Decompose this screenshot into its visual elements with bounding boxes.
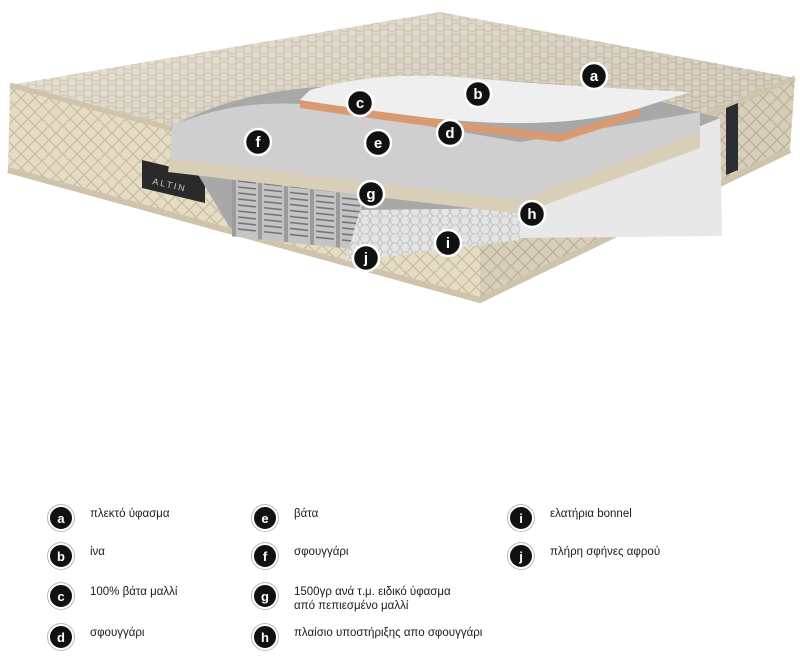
callout-badge-i: i [433, 228, 463, 258]
bonnel-springs [232, 176, 364, 251]
legend-item-h: h πλαίσιο υποστήριξης απο σφουγγάρι [252, 624, 482, 650]
callout-badge-f: f [243, 127, 273, 157]
callout-letter-d: d [445, 125, 454, 142]
legend-item-c: c 100% βάτα μαλλί [48, 583, 177, 609]
callout-badge-j: j [351, 243, 381, 273]
callout-letter-f: f [256, 134, 262, 151]
legend-text-a: πλεκτό ύφασμα [90, 508, 170, 520]
callout-letter-e: e [374, 135, 382, 152]
mattress-illustration: ALTIN a b c d e f g h i j [7, 12, 796, 304]
callout-letter-a: a [590, 68, 599, 85]
legend-text-g: 1500γρ ανά τ.μ. ειδικό ύφασμα από πεπιεσ… [294, 586, 451, 612]
legend-badge-i: i [508, 505, 534, 531]
side-strap [726, 103, 738, 175]
legend-item-a: a πλεκτό ύφασμα [48, 505, 169, 531]
callout-badge-c: c [345, 88, 375, 118]
gray-foam-layer [170, 103, 700, 200]
callout-badge-d: d [435, 118, 465, 148]
legend-item-g: g 1500γρ ανά τ.μ. ειδικό ύφασμα από πεπιε… [252, 583, 451, 613]
legend-item-j: j πλήρη σφήνες αφρού [508, 543, 660, 569]
legend-text-e: βάτα [294, 508, 319, 520]
legend-badge-g: g [252, 583, 278, 609]
callout-badge-a: a [579, 61, 609, 91]
legend-badge-d: d [48, 624, 74, 650]
callout-letter-g: g [366, 186, 375, 203]
legend-badge-f: f [252, 543, 278, 569]
legend-text-b: ίνα [90, 546, 105, 558]
legend-badge-e: e [252, 505, 278, 531]
legend-badge-c: c [48, 583, 74, 609]
callout-badge-h: h [517, 199, 547, 229]
legend-text-c: 100% βάτα μαλλί [90, 586, 178, 598]
legend-text-f: σφουγγάρι [294, 546, 349, 558]
legend-badge-b: b [48, 543, 74, 569]
legend-text-h: πλαίσιο υποστήριξης απο σφουγγάρι [294, 627, 483, 639]
brand-label: ALTIN [142, 160, 205, 203]
legend-text-i: ελατήρια bonnel [550, 508, 632, 520]
wool-layer [168, 132, 700, 214]
legend-item-e: e βάτα [252, 505, 318, 531]
callout-letter-b: b [473, 86, 482, 103]
callout-badge-b: b [463, 79, 493, 109]
legend-item-f: f σφουγγάρι [252, 543, 349, 569]
legend-item-i: i ελατήρια bonnel [508, 505, 632, 531]
callout-letter-c: c [356, 95, 364, 112]
legend-item-b: b ίνα [48, 543, 105, 569]
legend-text-j: πλήρη σφήνες αφρού [550, 546, 661, 558]
callout-badge-g: g [356, 179, 386, 209]
callout-badge-e: e [363, 128, 393, 158]
legend-text-d: σφουγγάρι [90, 627, 145, 639]
callout-letter-j: j [363, 250, 368, 267]
legend-item-d: d σφουγγάρι [48, 624, 145, 650]
callout-letter-h: h [527, 206, 536, 223]
legend-badge-a: a [48, 505, 74, 531]
legend-badge-j: j [508, 543, 534, 569]
foam-block [345, 208, 520, 262]
callout-letter-i: i [446, 235, 450, 252]
legend-badge-h: h [252, 624, 278, 650]
